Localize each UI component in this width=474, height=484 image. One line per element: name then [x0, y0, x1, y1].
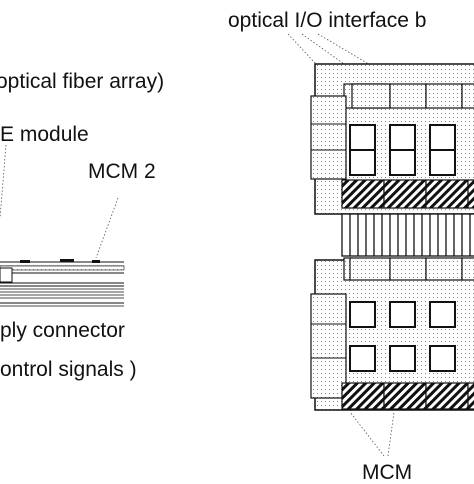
side-view-stack	[0, 259, 125, 307]
optical-io-label: optical I/O interface b	[228, 9, 427, 32]
fiber-array-label: optical fiber array)	[0, 70, 165, 93]
e-module-label: E module	[0, 123, 89, 146]
connector-label: ply connector	[0, 319, 125, 342]
control-signals-label: ontrol signals )	[0, 358, 137, 381]
diagram-canvas: optical I/O interface b optical fiber ar…	[0, 9, 474, 483]
mcm2-label: MCM 2	[88, 160, 156, 183]
upper-mcm	[310, 63, 474, 215]
diagram-drawing	[0, 33, 474, 457]
interconnect-strip	[341, 213, 474, 257]
lower-mcm	[310, 257, 474, 411]
leader-lines	[0, 33, 395, 457]
mcm-label: MCM	[362, 461, 413, 484]
